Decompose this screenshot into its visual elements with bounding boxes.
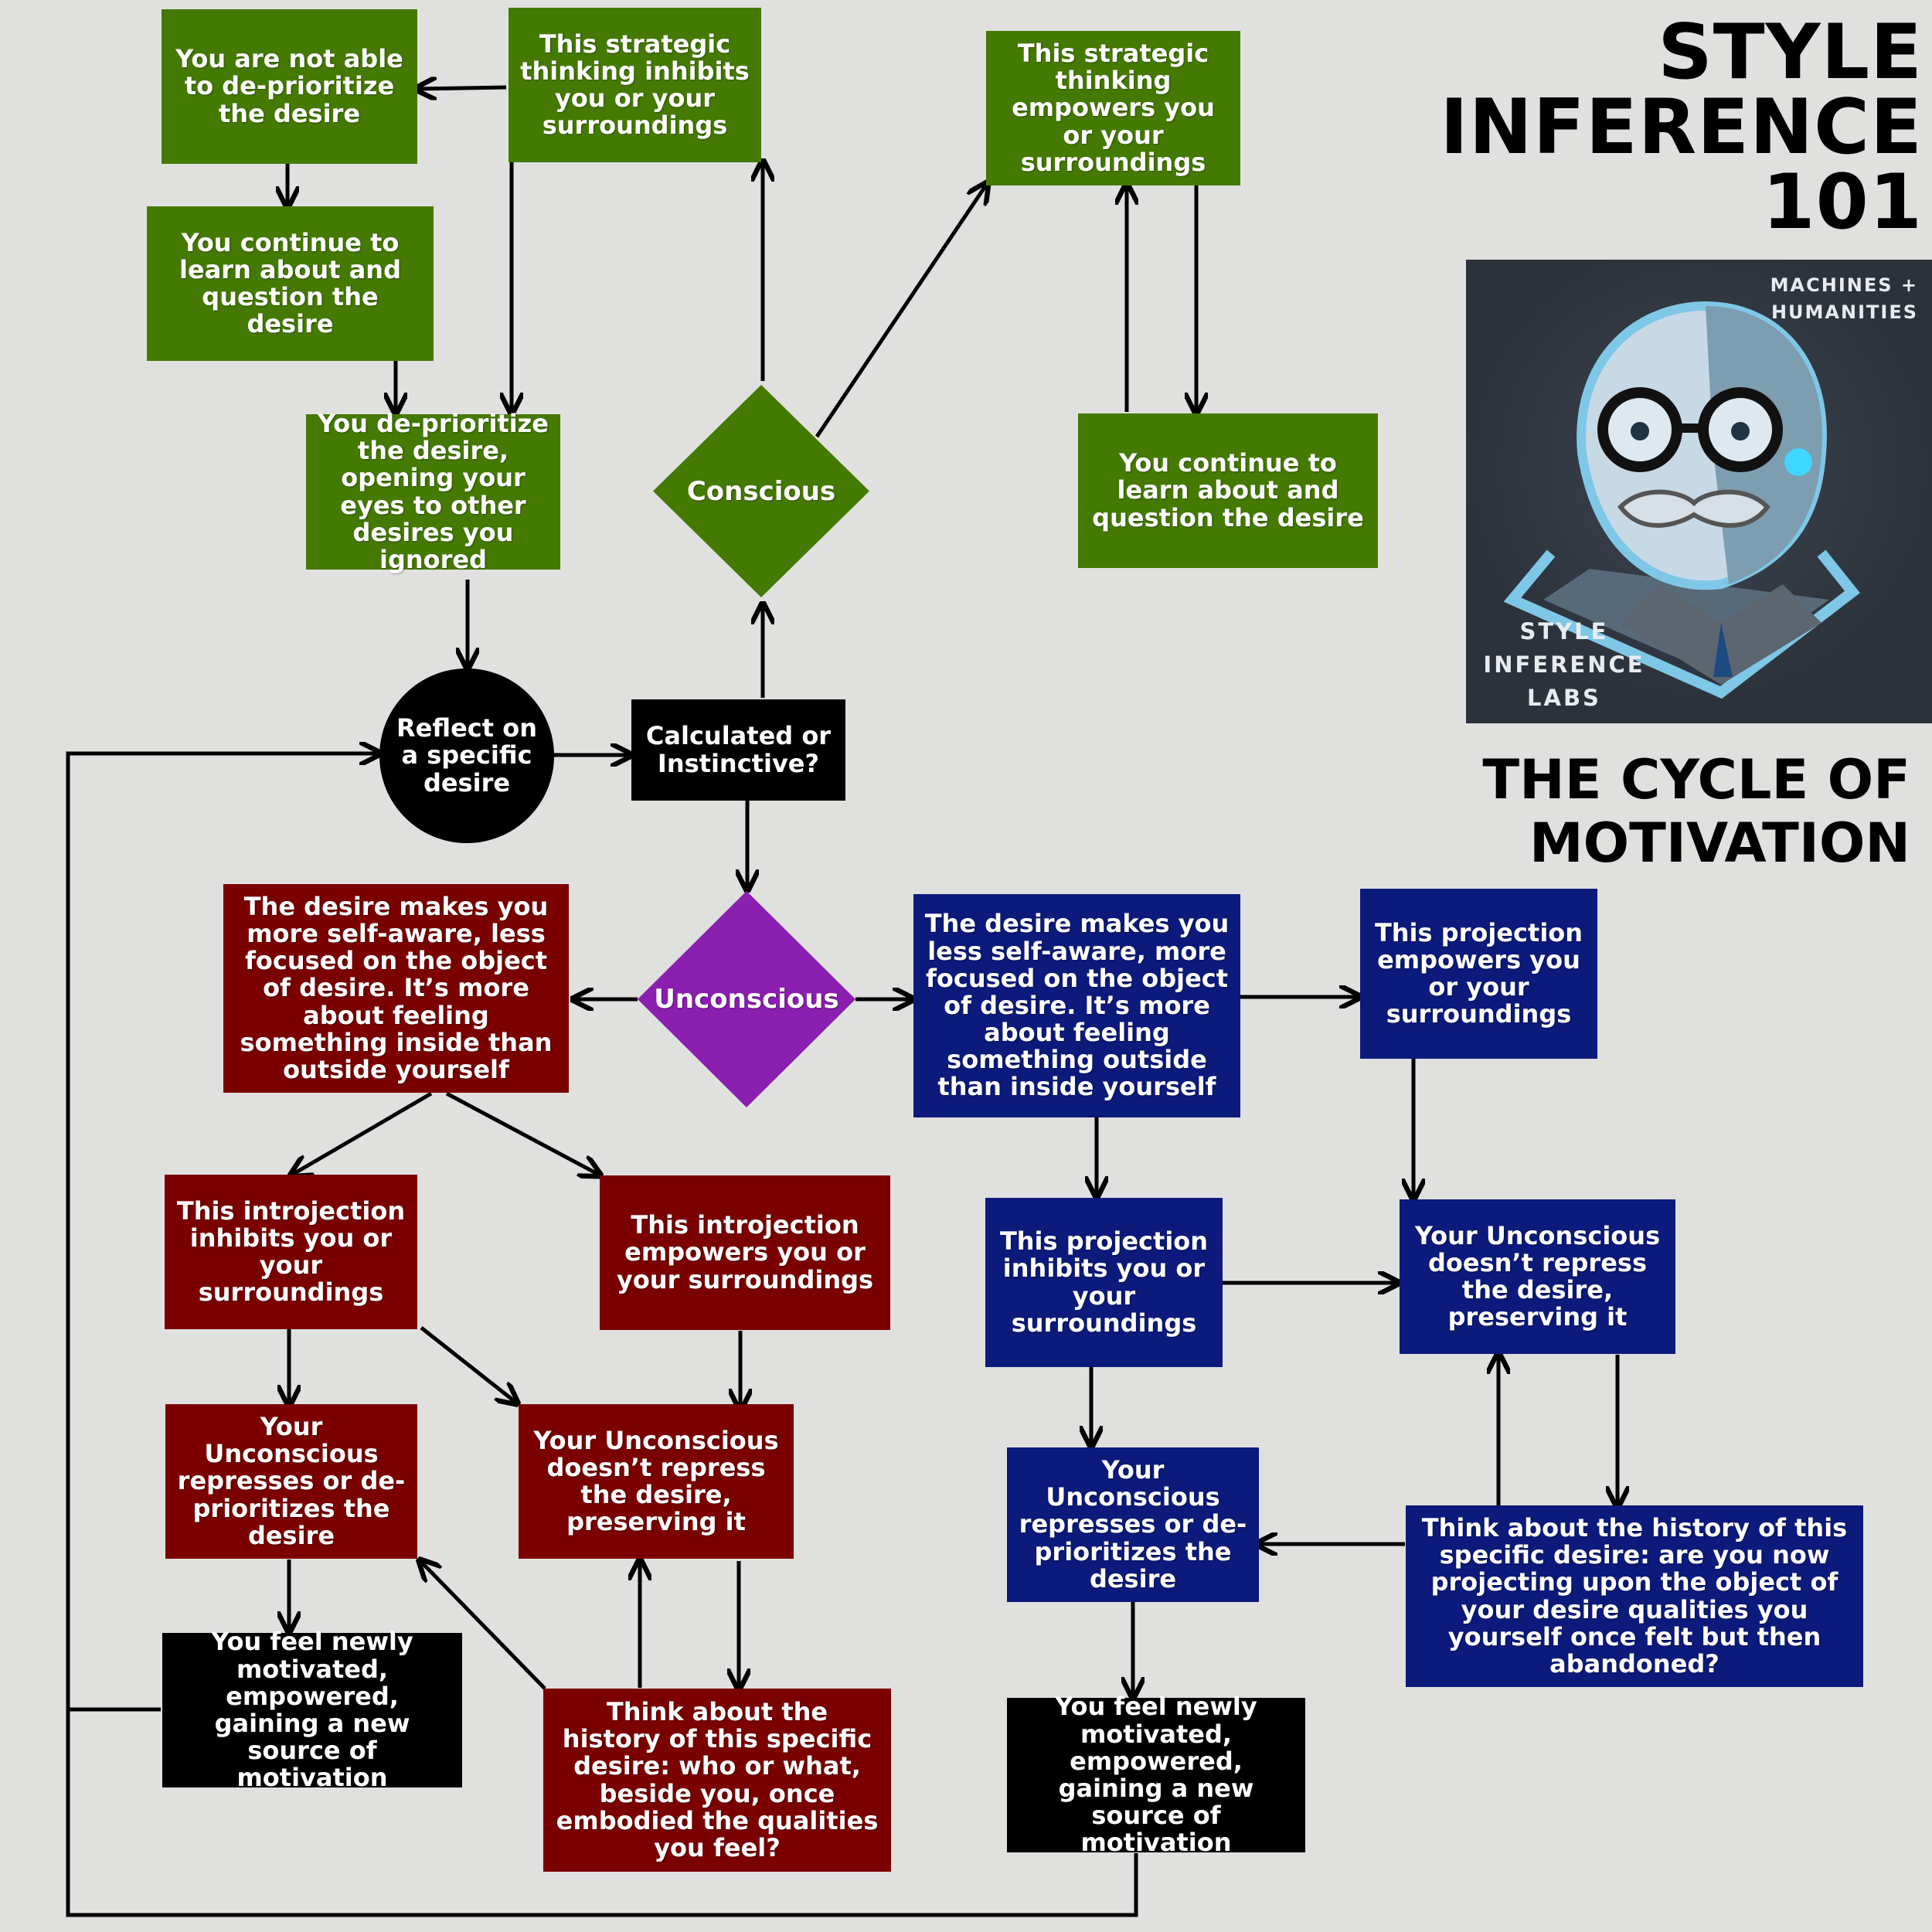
node-red-history: Think about the history of this specific… [543,1689,891,1872]
node-label: The desire makes you more self-aware, le… [234,893,558,1083]
node-introjection-empowers: This introjection empowers you or your s… [600,1175,890,1330]
node-continue-learn-right: You continue to learn about and question… [1078,413,1378,568]
node-label: This projection inhibits you or your sur… [996,1228,1212,1337]
node-strategic-inhibits: This strategic thinking inhibits you or … [509,8,761,162]
arrow-introj-inhibits-to-not-repress [421,1328,516,1403]
node-label: You continue to learn about and question… [158,230,423,338]
node-blue-history: Think about the history of this specific… [1406,1505,1863,1687]
node-label: Think about the history of this specific… [1417,1515,1852,1678]
node-red-not-repress: Your Unconscious doesn’t repress the des… [519,1404,794,1559]
decision-unconscious: Unconscious [638,891,855,1107]
node-label: Calculated or Instinctive? [642,723,835,777]
node-introjection-inhibits: This introjection inhibits you or your s… [165,1175,417,1329]
node-label: Reflect on a specific desire [395,715,539,797]
node-blue-object-focused-desire: The desire makes you less self-aware, mo… [913,894,1240,1117]
node-label: The desire makes you less self-aware, mo… [924,910,1230,1100]
node-label: You feel newly motivated, empowered, gai… [173,1628,451,1791]
diamond-label: Conscious [653,385,869,597]
node-label: You are not able to de-prioritize the de… [172,46,406,128]
node-continue-learn-left: You continue to learn about and question… [147,206,434,361]
node-label: You de-prioritize the desire, opening yo… [317,410,549,573]
node-label: This introjection empowers you or your s… [611,1212,879,1294]
node-label: Think about the history of this specific… [554,1699,880,1862]
arrow-red-to-introj-inhibits [292,1094,431,1175]
node-blue-not-repress: Your Unconscious doesn’t repress the des… [1400,1199,1675,1354]
diamond-label: Unconscious [638,891,855,1107]
node-label: Your Unconscious doesn’t repress the des… [529,1427,783,1536]
node-motivated-left: You feel newly motivated, empowered, gai… [162,1633,462,1787]
node-projection-inhibits: This projection inhibits you or your sur… [985,1198,1223,1367]
node-label: This strategic thinking empowers you or … [997,40,1230,176]
node-reflect-on-desire: Reflect on a specific desire [379,668,554,843]
node-label: Your Unconscious doesn’t repress the des… [1410,1223,1665,1332]
node-label: Your Unconscious represses or de-priorit… [176,1413,406,1549]
node-label: You continue to learn about and question… [1089,450,1367,532]
node-label: This projection empowers you or your sur… [1371,920,1587,1029]
arrow-inhibits-to-not-able [417,87,506,89]
node-strategic-empowers: This strategic thinking empowers you or … [986,31,1240,185]
node-blue-represses: Your Unconscious represses or de-priorit… [1007,1447,1259,1602]
node-motivated-right: You feel newly motivated, empowered, gai… [1007,1698,1305,1852]
node-projection-empowers: This projection empowers you or your sur… [1360,889,1597,1059]
node-calculated-or-instinctive: Calculated or Instinctive? [631,699,845,801]
node-deprioritize-desire: You de-prioritize the desire, opening yo… [306,414,560,570]
node-not-able-to-deprioritize: You are not able to de-prioritize the de… [162,9,417,164]
arrow-red-to-introj-empowers [447,1094,599,1175]
node-red-self-aware-desire: The desire makes you more self-aware, le… [223,884,569,1093]
node-label: Your Unconscious represses or de-priorit… [1018,1457,1248,1593]
node-label: This strategic thinking inhibits you or … [519,31,750,140]
node-label: This introjection inhibits you or your s… [175,1198,406,1307]
decision-conscious: Conscious [653,385,869,597]
node-red-represses: Your Unconscious represses or de-priorit… [165,1404,417,1559]
node-label: You feel newly motivated, empowered, gai… [1018,1693,1294,1856]
